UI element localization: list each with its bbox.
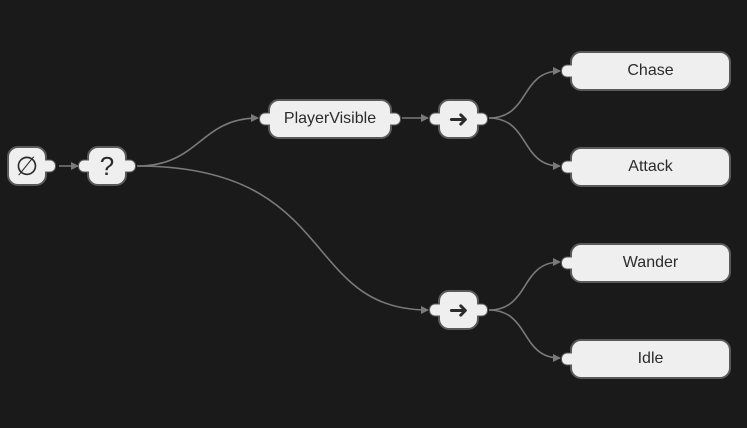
sequence-node-top[interactable]: ➜ [429,99,488,139]
selector-input-port[interactable] [78,159,89,173]
sequence-top-output-port[interactable] [477,112,488,126]
sequence-bottom-input-port[interactable] [429,303,440,317]
idle-input-port[interactable] [561,352,572,366]
question-mark-icon: ? [99,151,115,181]
empty-set-icon: ∅ [15,151,39,181]
root-output-port[interactable] [45,159,56,173]
action-label-chase: Chase [627,62,674,79]
action-node-idle[interactable]: Idle [561,339,731,379]
root-node[interactable]: ∅ [7,146,56,186]
sequence-top-input-port[interactable] [429,112,440,126]
selector-output-port[interactable] [125,159,136,173]
edge-sequence-bottom-to-wander [488,258,561,311]
action-label-attack: Attack [628,158,673,175]
attack-input-port[interactable] [561,160,572,174]
action-node-attack[interactable]: Attack [561,147,731,187]
chase-input-port[interactable] [561,64,572,78]
edge-selector-to-sequence-bottom [136,165,429,314]
condition-output-port[interactable] [390,112,401,126]
action-label-idle: Idle [637,350,664,367]
sequence-node-bottom[interactable]: ➜ [429,290,488,330]
edge-sequence-bottom-to-idle [488,309,561,362]
edge-selector-to-condition [136,114,259,167]
arrow-right-icon: ➜ [448,296,469,324]
arrow-right-icon: ➜ [448,105,469,133]
edge-sequence-top-to-chase [488,67,561,119]
edge-sequence-top-to-attack [488,117,561,170]
wander-input-port[interactable] [561,256,572,270]
selector-node[interactable]: ? [78,146,136,186]
condition-input-port[interactable] [259,112,270,126]
sequence-bottom-output-port[interactable] [477,303,488,317]
condition-node-player-visible[interactable]: PlayerVisible [259,99,401,139]
action-label-wander: Wander [622,254,679,271]
action-node-wander[interactable]: Wander [561,243,731,283]
action-node-chase[interactable]: Chase [561,51,731,91]
condition-label: PlayerVisible [283,110,377,127]
